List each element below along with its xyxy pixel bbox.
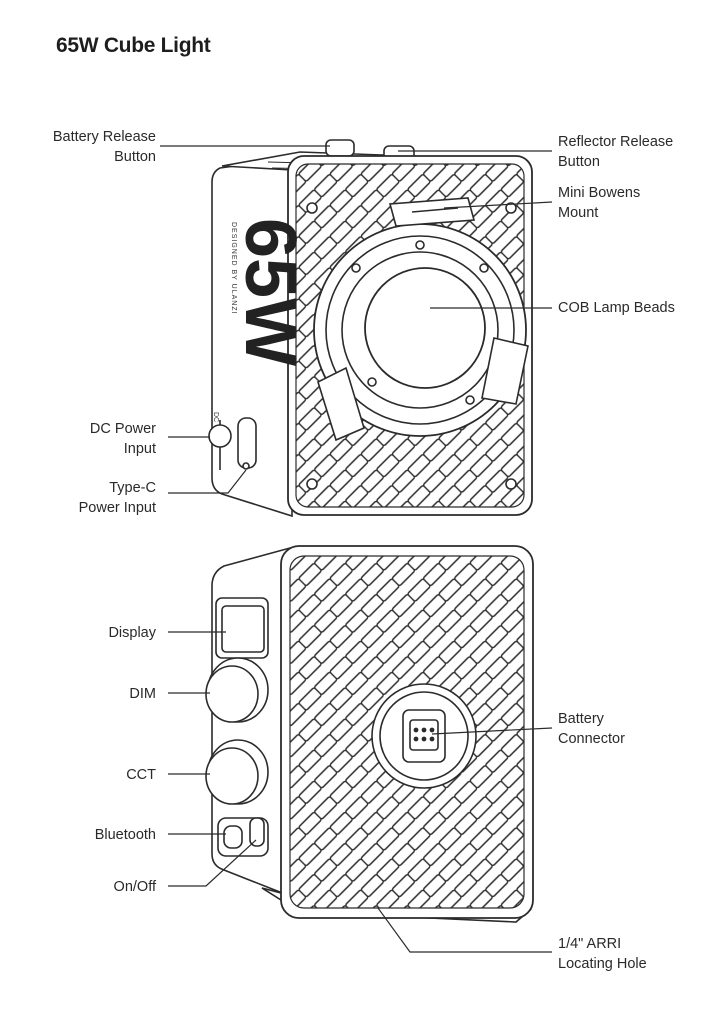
back-cube <box>205 545 534 923</box>
label-display: Display <box>108 625 156 641</box>
label-reflector-release: Reflector Release Button <box>558 134 674 170</box>
leader-lines <box>160 145 553 953</box>
front-cube <box>208 139 533 518</box>
label-cob: COB Lamp Beads <box>558 300 675 316</box>
label-dim: DIM <box>129 686 156 702</box>
label-on-off: On/Off <box>113 879 156 895</box>
label-type-c: Type-C Power Input <box>78 480 156 516</box>
label-battery-release: Battery Release Button <box>52 129 156 165</box>
label-arri: 1/4" ARRI Locating Hole <box>558 936 647 972</box>
dc-mark: DC <box>212 412 219 422</box>
page-title: 65W Cube Light <box>56 34 211 57</box>
label-cct: CCT <box>126 767 156 783</box>
label-bluetooth: Bluetooth <box>94 827 156 843</box>
label-mini-bowens: Mini Bowens Mount <box>558 185 641 221</box>
label-battery-connector: Battery Connector <box>558 711 625 747</box>
tagline-print: DESIGNED BY ULANZI <box>230 222 237 315</box>
label-dc-power: DC Power Input <box>89 421 156 457</box>
model-print: 65W <box>230 218 310 366</box>
